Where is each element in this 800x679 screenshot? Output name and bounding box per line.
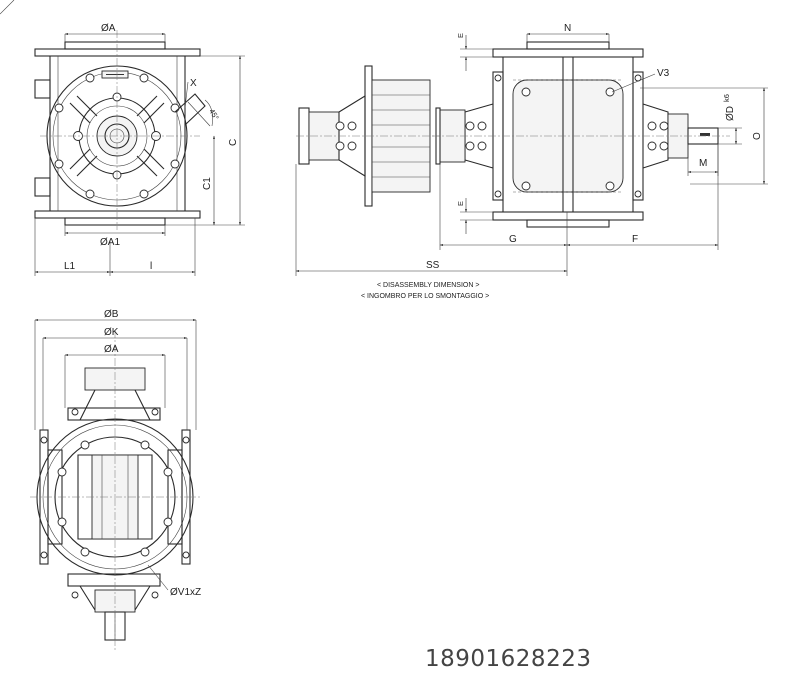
front-view <box>34 30 245 276</box>
label-l: l <box>150 261 152 272</box>
sheet-border <box>0 0 15 15</box>
label-e-top: E <box>456 33 465 38</box>
label-l1: L1 <box>64 261 76 272</box>
dimension-labels: ØA X 45° C C1 ØA1 L1 l E N V3 ØD k6 O M … <box>64 23 763 598</box>
label-dia-a1: ØA1 <box>100 237 120 248</box>
label-o: O <box>752 132 763 140</box>
label-v1xz: ØV1xZ <box>170 587 201 598</box>
label-e-bottom: E <box>456 201 465 206</box>
label-dia-a: ØA <box>101 23 116 34</box>
label-ss: SS <box>426 260 440 271</box>
label-g: G <box>509 234 517 245</box>
label-c1: C1 <box>202 177 213 190</box>
bottom-view <box>30 318 200 650</box>
label-c: C <box>228 139 239 146</box>
label-angle-45: 45° <box>207 107 220 121</box>
label-dia-d: ØD <box>725 106 736 121</box>
watermark-phone-number: 18901628223 <box>425 646 591 672</box>
label-m: M <box>699 158 707 169</box>
side-view <box>295 32 768 276</box>
label-n: N <box>564 23 571 34</box>
label-dia-k: ØK <box>104 327 119 338</box>
label-dia-a-bottom: ØA <box>104 344 119 355</box>
label-f: F <box>632 234 638 245</box>
label-k6: k6 <box>722 94 731 102</box>
label-disassembly-it: < INGOMBRO PER LO SMONTAGGIO > <box>361 293 489 300</box>
label-v3: V3 <box>657 68 670 79</box>
label-x: X <box>190 78 197 89</box>
label-disassembly-en: < DISASSEMBLY DIMENSION > <box>377 282 479 289</box>
label-dia-b: ØB <box>104 309 119 320</box>
